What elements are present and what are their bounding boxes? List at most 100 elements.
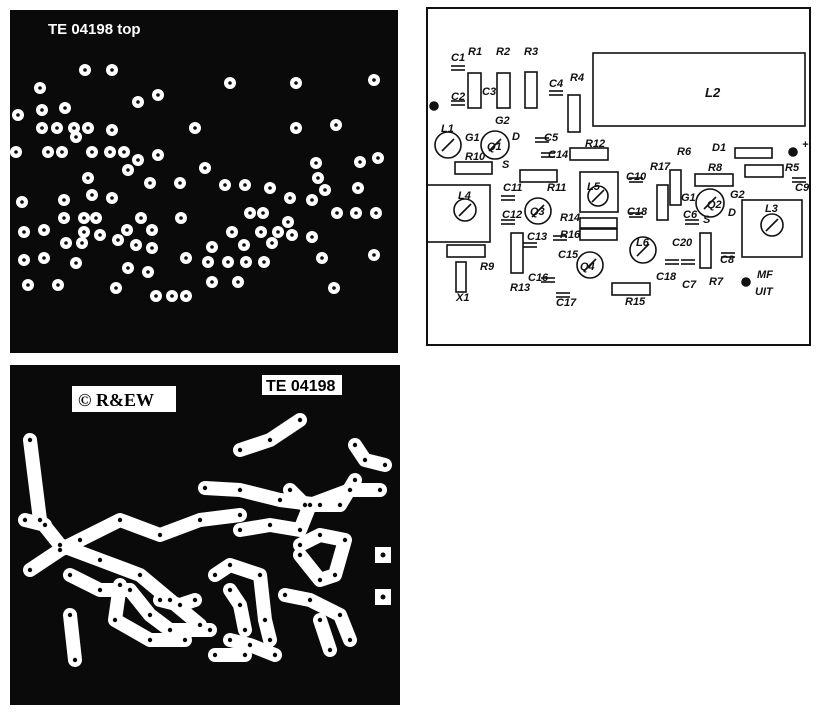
- drill-hole: [157, 532, 163, 538]
- component-outline: [669, 169, 682, 206]
- drill-hole: [267, 522, 273, 528]
- drill-hole: [272, 652, 278, 658]
- component-label-r5: R5: [785, 162, 800, 174]
- component-label-c13: C13: [527, 231, 547, 243]
- component-label-c17: C17: [556, 297, 577, 309]
- component-outline: [592, 52, 806, 127]
- component-label-d: D: [728, 207, 736, 219]
- component-label-c12: C12: [502, 209, 522, 221]
- drill-hole: [207, 627, 213, 633]
- component-label-c16: C16: [528, 272, 549, 284]
- copper-trace: [313, 613, 337, 657]
- component-label-l2: L2: [705, 85, 721, 100]
- top-copper-title: TE 04198 top: [48, 21, 141, 38]
- component-label-s: S: [502, 159, 510, 171]
- drill-hole: [72, 657, 78, 663]
- component-label-c8: C8: [720, 254, 735, 266]
- drill-hole: [267, 637, 273, 643]
- drill-hole: [297, 552, 303, 558]
- component-outline: [454, 161, 493, 175]
- drill-hole: [337, 502, 343, 508]
- component-label-x1: X1: [455, 292, 469, 304]
- component-label-r10: R10: [465, 151, 486, 163]
- component-label-l1: L1: [441, 123, 454, 135]
- drill-hole: [332, 572, 338, 578]
- component-label-c6: C6: [683, 209, 698, 221]
- component-label-r16: R16: [560, 229, 581, 241]
- component-label-l3: L3: [765, 203, 778, 215]
- component-label-q3: Q3: [530, 206, 545, 218]
- drill-hole: [382, 462, 388, 468]
- component-label-d: D: [512, 131, 520, 143]
- drill-hole: [257, 572, 263, 578]
- drill-hole: [297, 542, 303, 548]
- copper-trace: [293, 528, 352, 587]
- drill-hole: [197, 517, 203, 523]
- drill-hole: [317, 502, 323, 508]
- drill-hole: [22, 517, 28, 523]
- drill-hole: [352, 477, 358, 483]
- component-outline: [510, 232, 524, 274]
- component-label-c2: C2: [451, 91, 465, 103]
- component-outline: [699, 232, 712, 269]
- component-label-r1: R1: [468, 46, 482, 58]
- drill-hole: [237, 512, 243, 518]
- drill-hole: [227, 637, 233, 643]
- drill-hole: [377, 487, 383, 493]
- drill-hole: [192, 597, 198, 603]
- component-label-c14: C14: [548, 149, 568, 161]
- component-outline: [579, 217, 618, 229]
- drill-hole: [302, 502, 308, 508]
- component-label-q2: Q2: [707, 199, 722, 211]
- drill-hole: [67, 612, 73, 618]
- component-label-r7: R7: [709, 276, 724, 288]
- drill-hole: [167, 597, 173, 603]
- component-outline: [611, 282, 651, 296]
- drill-hole: [212, 572, 218, 578]
- drill-hole: [287, 487, 293, 493]
- component-circle: [480, 130, 510, 160]
- component-label-r9: R9: [480, 261, 495, 273]
- component-label-c1: C1: [451, 52, 465, 64]
- copper-trace: [108, 578, 192, 647]
- drill-hole: [307, 597, 313, 603]
- copper-trace: [63, 568, 217, 637]
- top-copper-panel: TE 04198 top: [10, 10, 398, 353]
- component-label-l6: L6: [636, 237, 650, 249]
- drill-hole: [227, 562, 233, 568]
- drill-hole: [137, 572, 143, 578]
- drill-hole: [202, 485, 208, 491]
- component-label-c15: C15: [558, 249, 579, 261]
- component-label-mf: MF: [757, 269, 773, 281]
- drill-hole: [242, 627, 248, 633]
- drill-hole: [297, 417, 303, 423]
- connection-dot: [788, 147, 798, 157]
- component-label-c20: C20: [672, 237, 693, 249]
- component-label-r14: R14: [560, 212, 580, 224]
- component-label-g2: G2: [730, 189, 745, 201]
- component-label-c10: C10: [626, 171, 647, 183]
- component-label-l5: L5: [587, 181, 601, 193]
- component-label-c5: C5: [544, 132, 559, 144]
- drill-hole: [317, 617, 323, 623]
- drill-hole: [117, 517, 123, 523]
- component-label-r11: R11: [547, 182, 566, 194]
- drill-hole: [57, 542, 63, 548]
- component-circle: [524, 197, 552, 225]
- component-label-r8: R8: [708, 162, 723, 174]
- drill-hole: [317, 532, 323, 538]
- drill-hole: [167, 627, 173, 633]
- component-label-uit: UIT: [755, 286, 774, 298]
- component-outline: [569, 147, 609, 161]
- component-label-r2: R2: [496, 46, 510, 58]
- drill-hole: [197, 622, 203, 628]
- component-outline: [734, 147, 773, 159]
- component-outline: [426, 184, 491, 243]
- drill-hole: [97, 587, 103, 593]
- drill-hole: [237, 487, 243, 493]
- component-label-r15: R15: [625, 296, 646, 308]
- component-label-r17: R17: [650, 161, 671, 173]
- drill-hole: [182, 637, 188, 643]
